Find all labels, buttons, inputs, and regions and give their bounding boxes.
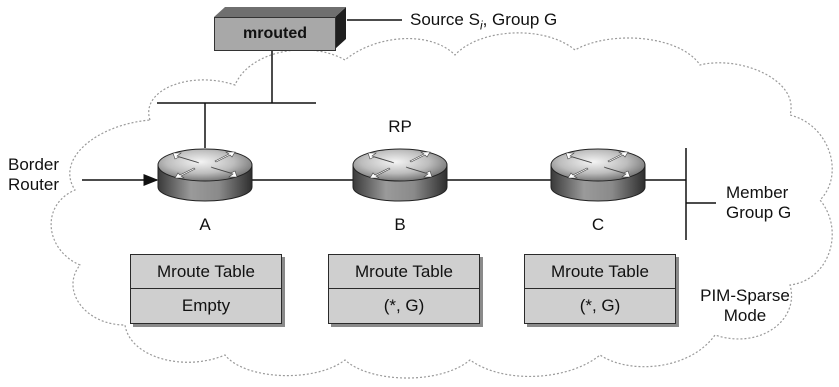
- mroute-table-b: Mroute Table (*, G): [328, 254, 480, 324]
- source-label: Source Si, Group G: [410, 10, 557, 35]
- router-a-icon[interactable]: [157, 148, 253, 202]
- rp-label: RP: [388, 117, 412, 136]
- source-label-suffix: , Group G: [482, 10, 558, 29]
- mrouted-box-depth: [335, 7, 346, 49]
- mroute-table-header: Mroute Table: [131, 255, 281, 289]
- router-c-icon[interactable]: [550, 148, 646, 202]
- border-router-label: Border Router: [8, 155, 59, 195]
- router-b-icon[interactable]: [352, 148, 448, 202]
- member-group-label: Member Group G: [726, 183, 791, 223]
- mrouted-box-top: [214, 7, 346, 17]
- network-cloud: [50, 32, 833, 379]
- member-label-line1: Member: [726, 183, 789, 202]
- source-label-subscript: i: [479, 18, 483, 33]
- router-c-label: C: [591, 215, 605, 234]
- mroute-table-entry: (*, G): [383, 296, 425, 315]
- mroute-table-c: Mroute Table (*, G): [524, 254, 676, 324]
- mroute-table-header: Mroute Table: [525, 255, 675, 289]
- mrouted-label: mrouted: [243, 25, 307, 42]
- member-label-line2: Group G: [726, 203, 792, 222]
- router-b-label: B: [394, 215, 406, 234]
- mroute-table-entry: Empty: [181, 296, 231, 315]
- pim-sparse-mode-label: PIM-Sparse Mode: [690, 286, 800, 326]
- border-router-label-line1: Border: [8, 155, 60, 174]
- border-router-label-line2: Router: [8, 175, 60, 194]
- mroute-table-entry: (*, G): [579, 296, 621, 315]
- mrouted-box: mrouted: [214, 17, 336, 51]
- mode-label-line2: Mode: [723, 306, 767, 325]
- mode-label-line1: PIM-Sparse: [700, 286, 790, 305]
- mroute-table-header: Mroute Table: [329, 255, 479, 289]
- router-a-label: A: [199, 215, 211, 234]
- source-label-prefix: Source S: [410, 10, 480, 29]
- mroute-table-a: Mroute Table Empty: [130, 254, 282, 324]
